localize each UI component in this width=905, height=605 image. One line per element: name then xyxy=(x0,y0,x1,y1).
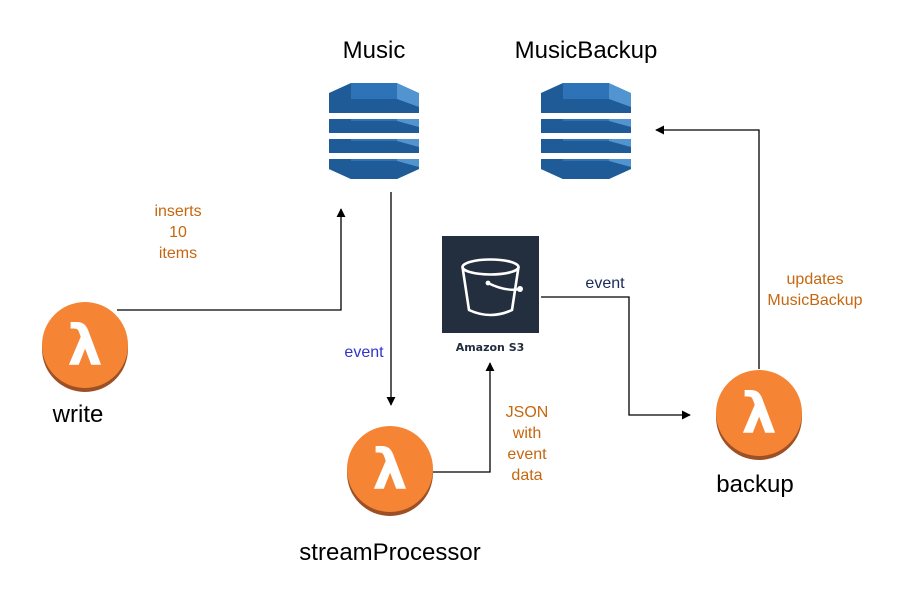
streamprocessor-function-label: streamProcessor xyxy=(299,539,481,566)
edge-label-music-event: event xyxy=(344,344,384,361)
edge-s3-to-backup xyxy=(541,296,691,420)
edge-streamprocessor-to-s3 xyxy=(433,362,495,473)
lambda-function-icon: λ xyxy=(716,370,802,460)
edge-label-updates-musicbackup: updates MusicBackup xyxy=(767,271,863,309)
edge-label-json-event-data: JSON with event data xyxy=(505,404,549,484)
edge-backup-to-musicbackup xyxy=(655,125,760,369)
edge-write-to-music xyxy=(117,208,346,311)
lambda-function-icon: λ xyxy=(42,302,128,392)
s3-bucket-tile xyxy=(442,236,539,333)
write-function-label: write xyxy=(52,401,104,428)
edge-label-s3-event: event xyxy=(585,275,625,292)
musicbackup-table-label: MusicBackup xyxy=(514,37,658,64)
dynamodb-table-icon xyxy=(329,83,419,179)
s3-bucket-label: Amazon S3 xyxy=(455,341,525,354)
svg-text:λ: λ xyxy=(372,438,407,503)
svg-text:λ: λ xyxy=(67,314,102,379)
dynamodb-table-icon xyxy=(541,83,631,179)
svg-text:λ: λ xyxy=(741,382,776,447)
bucket-icon xyxy=(461,258,523,317)
lambda-function-icon: λ xyxy=(347,426,433,516)
music-table-label: Music xyxy=(342,37,406,64)
backup-function-label: backup xyxy=(716,471,794,498)
edge-label-inserts-items: inserts 10 items xyxy=(154,203,202,262)
